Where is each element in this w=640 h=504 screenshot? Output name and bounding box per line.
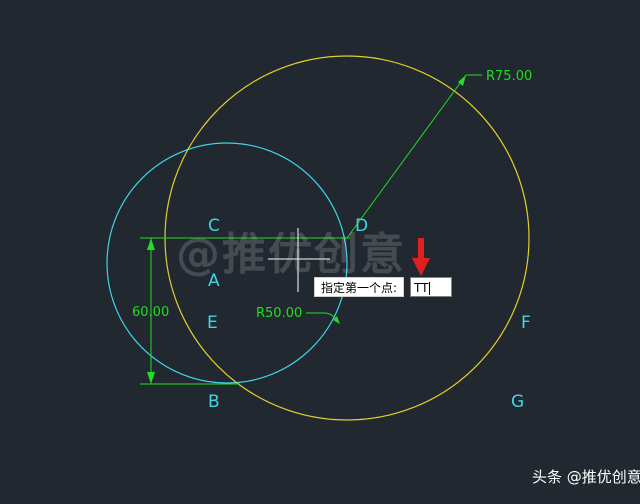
command-input-field[interactable]: TT <box>410 277 452 297</box>
point-label-a: A <box>208 271 220 291</box>
text-caret <box>429 282 431 295</box>
radius-arrow-large <box>458 75 466 86</box>
point-label-e: E <box>207 313 218 333</box>
radius-leader-large <box>346 74 467 239</box>
red-arrow-icon <box>412 238 430 276</box>
point-label-b: B <box>208 392 220 412</box>
point-label-c: C <box>208 216 220 236</box>
watermark-text: @推优创意 <box>176 229 406 280</box>
point-label-f: F <box>521 313 531 333</box>
radius-small-text: R50.00 <box>256 306 302 321</box>
cyan-circle[interactable] <box>106 142 348 384</box>
point-label-g: G <box>511 392 524 412</box>
command-prompt-label: 指定第一个点: <box>314 277 405 297</box>
dimension-vertical-text: 60.00 <box>132 305 169 320</box>
command-input-value: TT <box>414 281 429 295</box>
footer-attribution: 头条 @推优创意 <box>532 468 640 486</box>
crosshair-cursor-icon <box>268 228 330 292</box>
radius-arrow-small <box>333 316 340 324</box>
point-label-d: D <box>355 216 368 236</box>
radius-large-text: R75.00 <box>486 69 532 84</box>
dimension-arrow-bottom <box>147 372 155 384</box>
dimension-arrow-top <box>147 238 155 250</box>
